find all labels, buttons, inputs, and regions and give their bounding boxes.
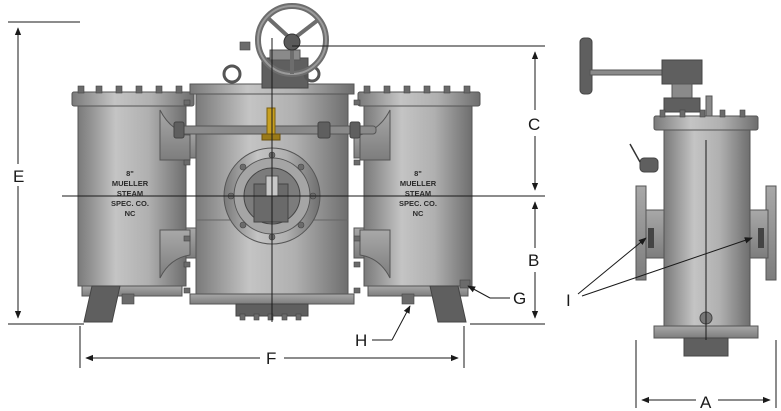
dimension-label-A: A xyxy=(700,393,712,411)
side-handwheel-icon xyxy=(579,37,593,95)
callout-G: G xyxy=(467,285,526,308)
left-stencil-line-5: NC xyxy=(125,209,136,218)
left-basket-housing: 8" MUELLER STEAM SPEC. CO. NC xyxy=(71,85,195,323)
dimension-A: A xyxy=(635,340,777,411)
right-basket-housing: 8" MUELLER STEAM SPEC. CO. NC xyxy=(357,85,481,323)
side-cover-bolts xyxy=(659,109,746,118)
dimension-F: F xyxy=(79,326,465,368)
front-view: 8" MUELLER STEAM SPEC. CO. NC 8" MUELL xyxy=(71,3,481,323)
callout-I: I xyxy=(566,237,753,310)
dimension-C: C xyxy=(528,51,540,191)
left-stencil-line-3: STEAM xyxy=(117,189,143,198)
left-stencil-line-4: SPEC. CO. xyxy=(111,199,149,208)
dimension-label-B: B xyxy=(528,251,539,270)
left-stencil-line-2: MUELLER xyxy=(112,179,149,188)
callout-label-G: G xyxy=(513,289,526,308)
center-lines xyxy=(62,38,545,322)
right-drain-plug xyxy=(401,293,415,305)
right-vent-plug xyxy=(459,279,471,289)
brass-valve-icon xyxy=(266,107,276,137)
right-stencil-line-2: MUELLER xyxy=(400,179,437,188)
right-stencil-line-3: STEAM xyxy=(405,189,431,198)
left-stencil-line-1: 8" xyxy=(126,169,134,178)
flange-bolt-holes xyxy=(227,151,317,241)
right-cover-bolts xyxy=(363,85,471,94)
right-stencil-line-4: SPEC. CO. xyxy=(399,199,437,208)
callout-H: H xyxy=(355,305,411,350)
left-foot-leg xyxy=(83,285,121,323)
left-cover-bolts xyxy=(77,85,183,94)
dimension-B: B xyxy=(470,201,545,325)
handwheel-icon xyxy=(239,3,329,77)
left-drain-plug xyxy=(121,293,135,305)
dimension-label-C: C xyxy=(528,115,540,134)
callout-label-I: I xyxy=(566,291,571,310)
lifting-eye-icon xyxy=(222,64,242,84)
right-foot-leg xyxy=(429,285,467,323)
dimension-label-F: F xyxy=(266,349,276,368)
side-view xyxy=(579,37,777,357)
side-gauge-icon xyxy=(639,157,659,173)
right-stencil-line-5: NC xyxy=(413,209,424,218)
dimension-label-E: E xyxy=(13,167,24,186)
equalizer-pipe xyxy=(173,107,377,141)
dimension-E: E xyxy=(8,21,84,325)
right-stencil-line-1: 8" xyxy=(414,169,422,178)
callout-label-H: H xyxy=(355,331,367,350)
bottom-bolts xyxy=(239,313,302,321)
